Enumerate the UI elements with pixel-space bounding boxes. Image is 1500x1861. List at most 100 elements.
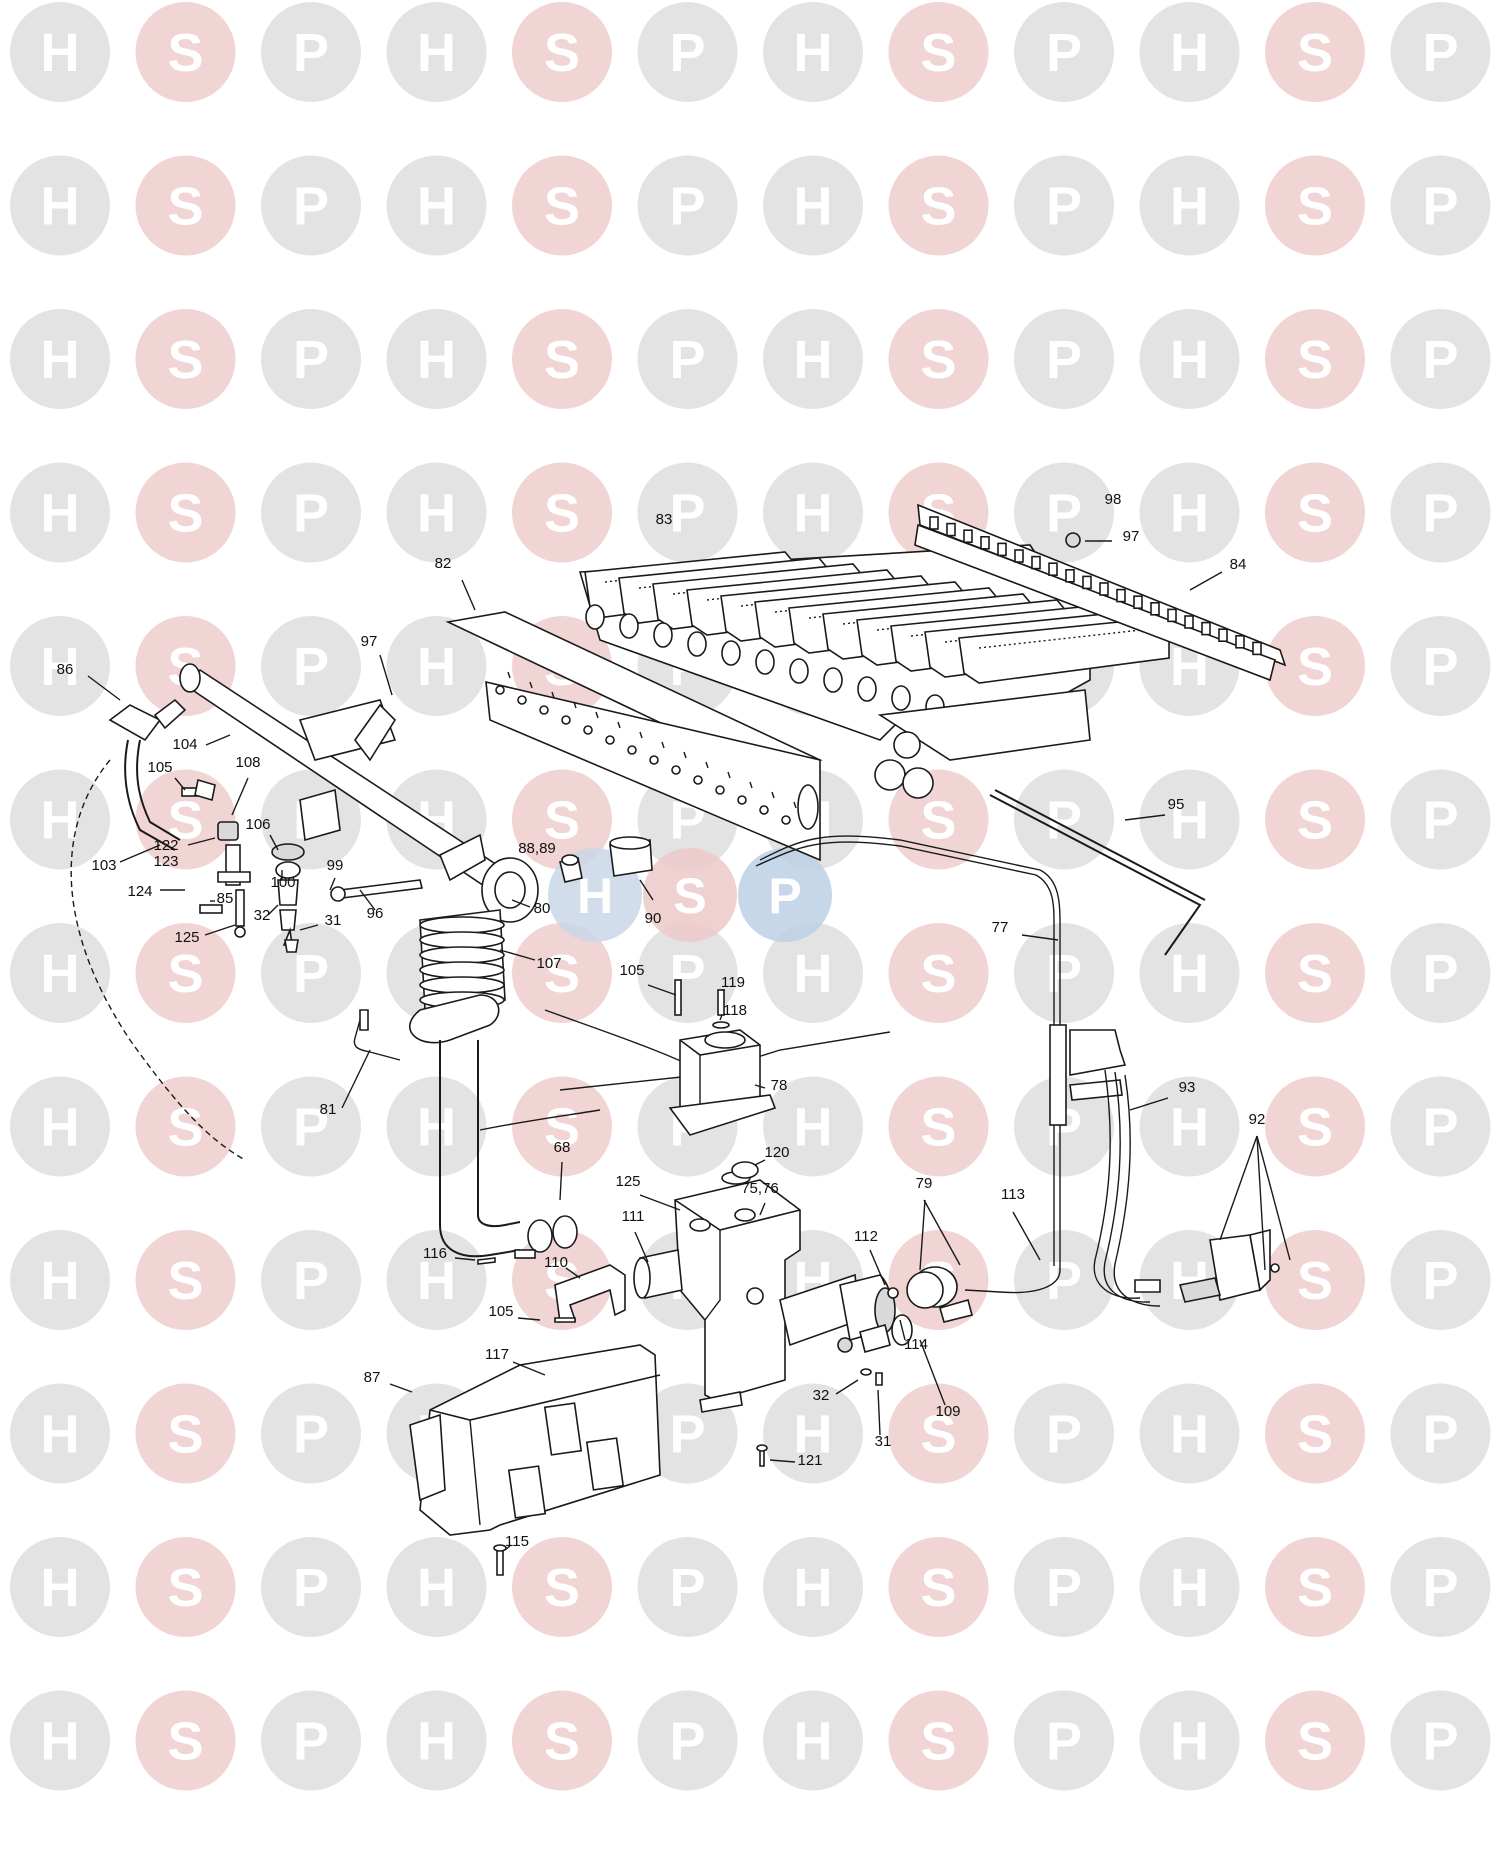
callout-label: 97 [361,633,378,650]
watermark-badge: H [763,2,863,102]
watermark-badge: H [386,1076,487,1177]
watermark-badge: P [261,155,361,256]
svg-text:H: H [41,944,80,1004]
svg-text:S: S [544,177,580,237]
svg-text:S: S [167,1405,203,1465]
watermark-badge: S [888,1537,989,1637]
svg-text:H: H [417,484,456,544]
callout-label: 115 [505,1533,529,1550]
leader-line [634,1231,649,1263]
callout-label: 93 [1179,1079,1196,1096]
svg-text:P: P [293,330,329,390]
leader-line [174,777,186,791]
svg-text:P: P [1422,1098,1458,1158]
svg-text:S: S [544,23,580,83]
callout-label: 84 [1230,556,1247,573]
svg-text:S: S [920,944,956,1004]
svg-text:S: S [544,1098,580,1158]
callout-label: 82 [435,555,452,572]
svg-text:S: S [544,1558,580,1618]
watermark-badge: H [1139,155,1240,256]
watermark-badge: S [135,155,236,256]
watermark-badge: P [637,462,738,563]
svg-text:S: S [167,1712,203,1772]
svg-text:P: P [1422,177,1458,237]
callout-label: 121 [797,1452,822,1469]
svg-text:P: P [669,23,705,83]
watermark-badge: P [261,1537,361,1637]
watermark-badge: P [261,1690,361,1791]
watermark-badge: H [10,309,110,409]
svg-text:S: S [920,330,956,390]
callout-label: 86 [57,661,74,678]
leader-line [1021,934,1059,941]
svg-text:H: H [417,1251,456,1311]
watermark-badge: S [135,462,236,563]
leader-line [87,675,121,701]
ring-120 [731,1161,759,1179]
svg-text:P: P [293,944,329,1004]
svg-text:P: P [1422,1251,1458,1311]
leader-line [231,777,249,816]
svg-text:S: S [1297,1712,1333,1772]
svg-text:S: S [1297,637,1333,697]
watermark-badge: P [1014,923,1114,1023]
leader-line [647,984,677,996]
svg-text:H: H [41,1712,80,1772]
leads-93 [1093,1069,1161,1307]
watermark-badge: H [386,462,487,563]
watermark-badge: H [1139,923,1240,1023]
leader-line [454,1257,476,1261]
svg-text:H: H [417,637,456,697]
watermark-badge: P [1390,462,1491,563]
watermark-badge: H [10,1383,110,1484]
leader-line [389,1383,413,1393]
callout-label: 103 [91,857,116,874]
callout-label: 123 [153,853,178,870]
svg-text:H: H [794,1098,833,1158]
microswitch-92 [1178,1228,1280,1303]
svg-text:S: S [1297,1251,1333,1311]
svg-text:P: P [768,868,801,924]
watermark-badge: P [1390,769,1491,870]
svg-text:P: P [1422,1405,1458,1465]
watermark-badge: P [261,462,361,563]
burner-bars-83 [578,544,1170,799]
leader-line [769,1459,796,1463]
callout-label: 108 [235,754,260,771]
callout-label: 113 [1001,1186,1025,1203]
svg-text:S: S [167,23,203,83]
leader-line [504,1545,511,1551]
watermark-badge: S [512,923,612,1023]
leader-line [565,1267,581,1279]
svg-text:H: H [417,177,456,237]
watermark-badge: P [261,1230,361,1330]
svg-text:S: S [544,484,580,544]
svg-text:P: P [293,177,329,237]
svg-text:H: H [1170,1098,1209,1158]
callout-label: 122 [153,837,178,854]
svg-text:H: H [794,330,833,390]
svg-text:H: H [417,1098,456,1158]
callout-label: 81 [320,1101,337,1118]
watermark-badge: S [512,2,612,102]
svg-text:H: H [794,1558,833,1618]
callout-label: 83 [656,511,673,528]
svg-text:S: S [920,791,956,851]
leader-line [1189,571,1223,591]
svg-text:P: P [1046,1712,1082,1772]
watermark-badge: H [10,616,110,716]
watermark-badge: H [10,1537,110,1637]
center-watermark-badge: S [643,848,737,942]
svg-text:P: P [1046,23,1082,83]
center-watermark-badge: P [738,848,832,942]
callout-label: 98 [1105,491,1122,508]
svg-text:H: H [417,1712,456,1772]
watermark-badge: H [386,1537,487,1637]
svg-text:S: S [1297,330,1333,390]
leader-line [754,1084,766,1089]
watermark-badge: H [1139,769,1240,870]
callout-label: 32 [813,1387,830,1404]
watermark-badge: H [10,1230,110,1330]
watermark-badge: P [261,2,361,102]
